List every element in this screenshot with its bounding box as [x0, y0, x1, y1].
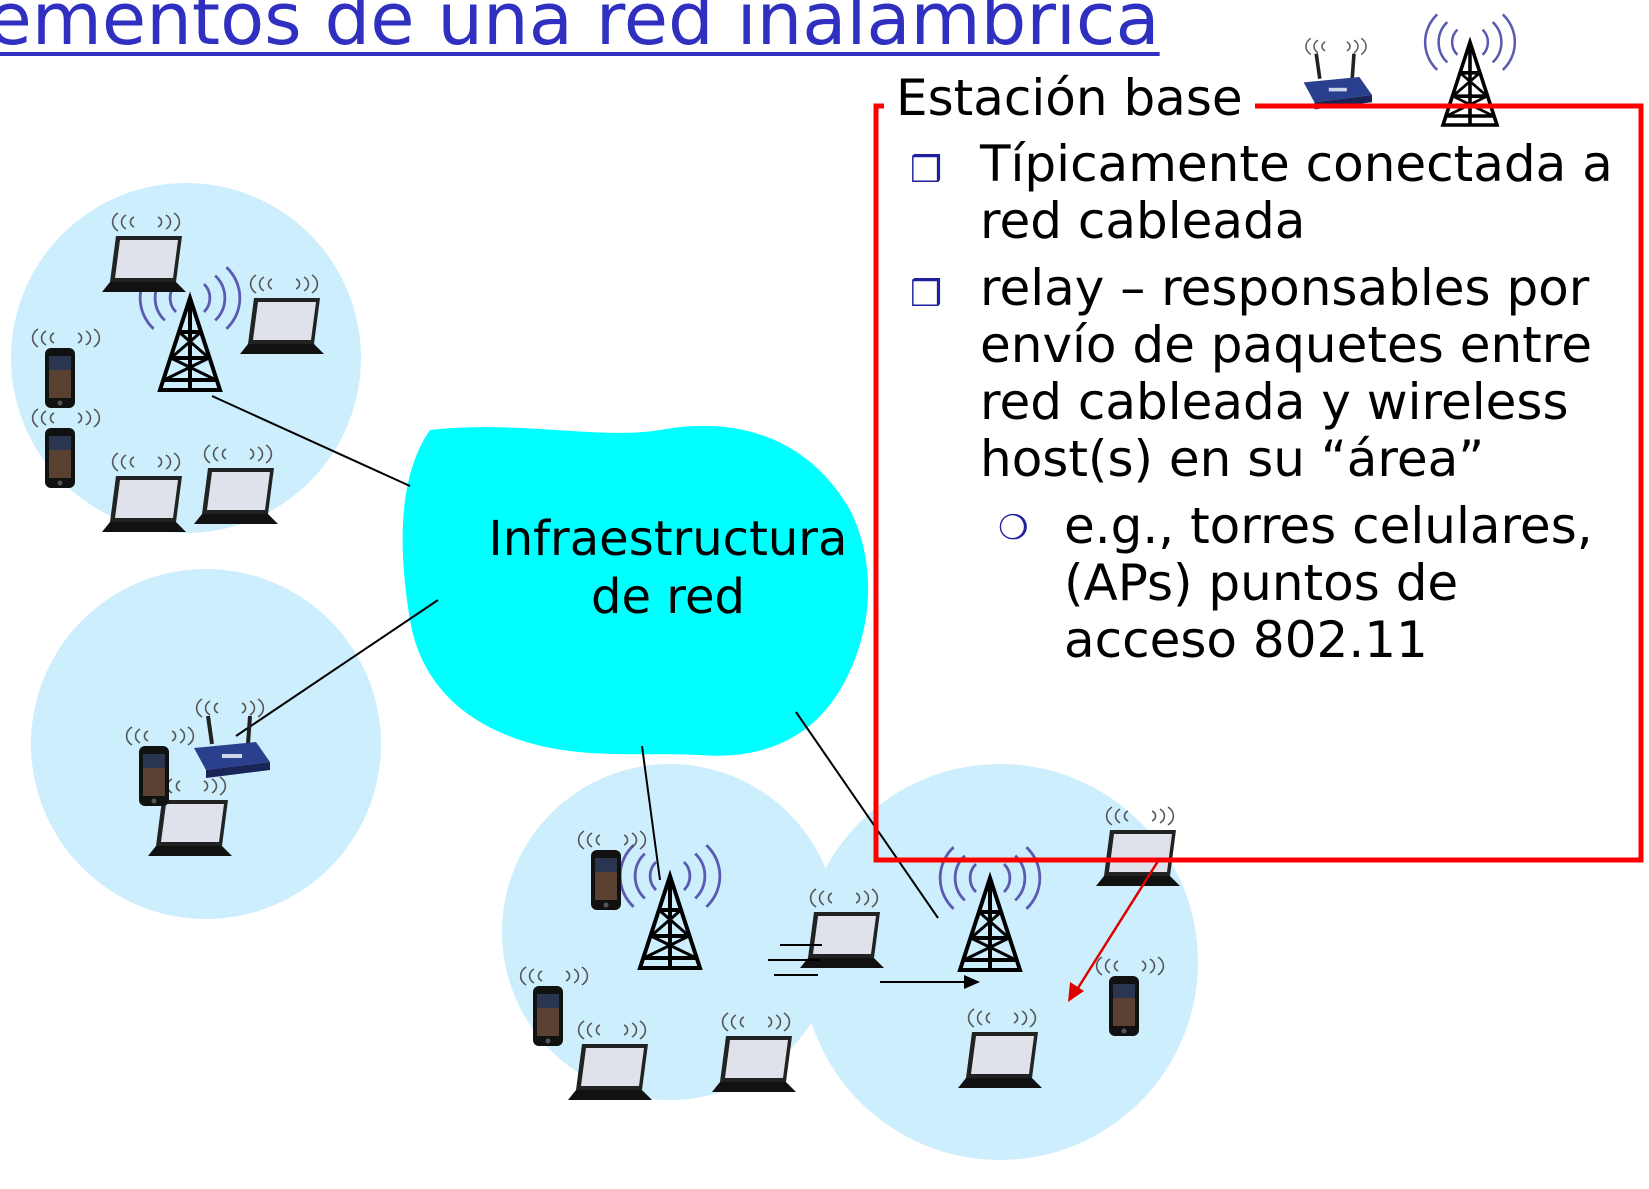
bullet-item: ❒ relay – responsables por envío de paqu… [904, 260, 1644, 488]
base-station-callout-box [873, 103, 1644, 863]
bullet-text: relay – responsables por envío de paquet… [980, 259, 1592, 488]
sub-bullet-text: e.g., torres celulares, (APs) puntos de … [1064, 497, 1593, 669]
bullet-item: ❒ Típicamente conectada a red cableada [904, 136, 1644, 250]
motion-lines-icon [768, 944, 822, 976]
coverage-area-mid-left [31, 569, 381, 919]
cloud-label-line-2: de red [591, 569, 745, 625]
bullet-circle-icon: ❍ [998, 508, 1029, 548]
sub-bullet-item: ❍ e.g., torres celulares, (APs) puntos d… [904, 498, 1644, 669]
bullet-square-icon: ❒ [910, 150, 943, 191]
callout-pointer-arrow [1068, 857, 1162, 1002]
base-station-bullets: ❒ Típicamente conectada a red cableada ❒… [904, 136, 1644, 679]
network-infrastructure-cloud [402, 425, 869, 756]
page-title: Elementos de una red inalámbrica [0, 0, 1160, 61]
cloud-label-line-1: Infraestructura [488, 511, 848, 567]
movement-arrow [880, 975, 980, 989]
bullet-square-icon: ❒ [910, 274, 943, 315]
bullet-text: Típicamente conectada a red cableada [980, 135, 1613, 250]
cloud-label: Infraestructura de red [478, 510, 858, 626]
links [211, 395, 939, 919]
base-station-label: Estación base [884, 68, 1255, 128]
